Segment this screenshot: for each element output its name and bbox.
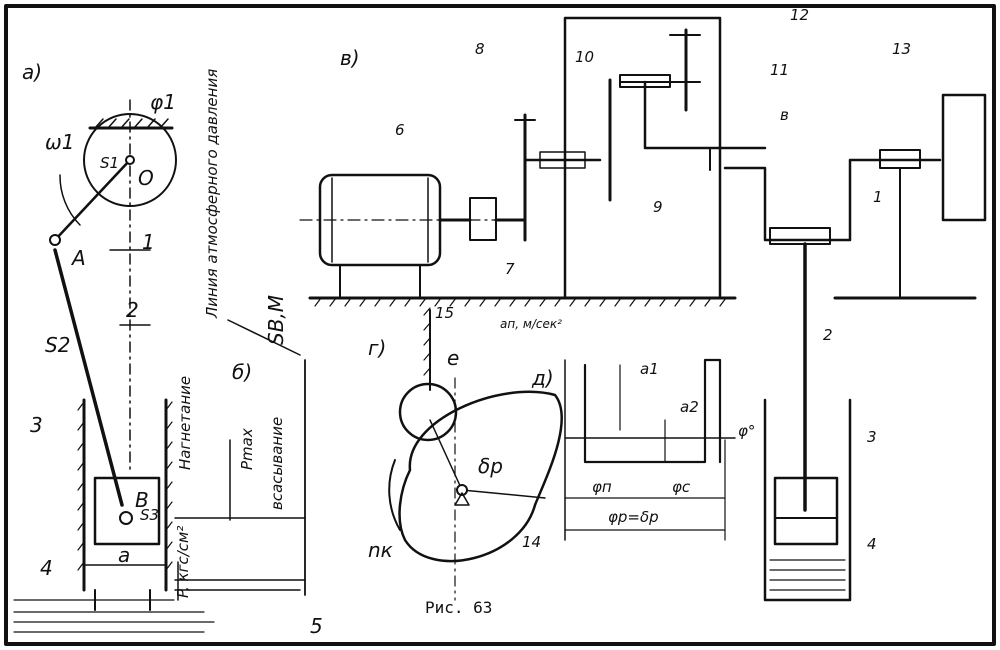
a-label: A (72, 246, 86, 270)
connecting-rod-2 (53, 248, 124, 507)
panel-d-label: д) (532, 366, 554, 390)
panel-a-crank-mechanism (13, 99, 301, 633)
cam-14 (398, 390, 563, 563)
panel-v-label: в) (340, 46, 360, 70)
phi1-label: φ1 (150, 90, 176, 114)
link2-label: 2 (126, 298, 139, 322)
piston-pump (773, 476, 839, 546)
panel-a-label: а) (22, 60, 43, 84)
o-label: O (138, 166, 154, 190)
part-7-label: 7 (505, 260, 515, 278)
link1-label: 1 (142, 230, 155, 254)
panel-g-cam-mechanism (388, 307, 563, 601)
follower-roller (398, 382, 458, 442)
discharge-label: Нагнетание (176, 375, 194, 470)
crank-disc (83, 113, 177, 207)
atm-line-label: Линия атмосферного давления (203, 68, 221, 318)
panel-g-label: г) (368, 336, 387, 360)
delta-p-label: δр (478, 454, 503, 478)
link3-label: 3 (30, 413, 43, 437)
panel-b-indicator-diagram (174, 319, 306, 601)
gear-12-label: 12 (790, 6, 810, 24)
b-label: B (135, 488, 149, 512)
gear-11-label: 11 (770, 61, 790, 79)
flywheel-13 (941, 93, 987, 222)
coupling (469, 197, 497, 241)
frame-10-label: 10 (575, 48, 595, 66)
carrier-frame-10 (563, 16, 722, 300)
a1-label: a1 (640, 360, 659, 378)
crank-link-1 (53, 158, 132, 242)
phi-axis-label: φ° (738, 422, 756, 440)
crank-1-label: 1 (873, 188, 883, 206)
s3-label: S3 (140, 506, 160, 524)
offset-e-label: e (447, 346, 460, 370)
gear-9-label: 9 (653, 198, 663, 216)
s1-label: S1 (100, 154, 120, 172)
s2-label: S2 (45, 333, 71, 357)
stroke-a-label: a (118, 543, 131, 567)
axis-s-label: SB,M (264, 294, 288, 345)
figure-caption: Рис. 63 (425, 598, 493, 617)
motor-6-label: 6 (395, 121, 405, 139)
shaft-v-label: в (780, 106, 789, 124)
phi-sum-label: φр=δр (608, 508, 659, 526)
link4-label: 4 (40, 556, 53, 580)
phi-c-label: φс (672, 478, 691, 496)
pmax-label: Pmax (238, 428, 256, 470)
number-5-label: 5 (310, 614, 323, 638)
gear-8-label: 8 (475, 40, 485, 58)
panel-v-gear-drive (299, 16, 987, 602)
figure-border (4, 4, 996, 646)
cam-14-label: 14 (522, 533, 542, 551)
rod-2-label: 2 (823, 326, 833, 344)
nk-label: nк (368, 538, 393, 562)
omega1-label: ω1 (45, 130, 75, 154)
acceleration-axis-label: aп, м/сек² (500, 317, 562, 331)
piston-3-label: 3 (867, 428, 877, 446)
pressure-axis-label: P, кгс/см² (174, 525, 192, 598)
cylinder-4-label: 4 (867, 535, 877, 553)
a2-label: a2 (680, 398, 699, 416)
panel-d-acceleration-graph (564, 358, 736, 541)
suction-label: всасывание (268, 416, 286, 510)
guide-15-label: 15 (435, 304, 455, 322)
panel-b-label: б) (232, 360, 253, 384)
flywheel-13-label: 13 (892, 40, 912, 58)
piston-3 (93, 476, 161, 546)
phi-p-label: φп (592, 478, 612, 496)
